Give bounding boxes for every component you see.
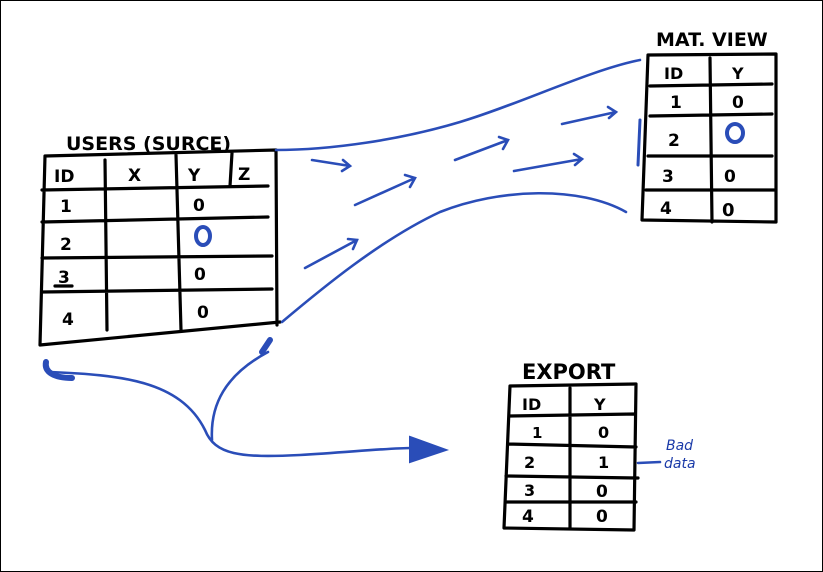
mat-view-header-id: ID [664, 64, 683, 83]
mat-view-row-1-y: 0 [732, 93, 744, 113]
source-row-1-id: 1 [60, 197, 72, 217]
source-header-z: Z [238, 165, 250, 185]
export-header-id: ID [522, 395, 541, 414]
mat-view-row-3-id: 3 [662, 167, 674, 187]
flow-top-edge [274, 58, 642, 152]
flow-upward-branch [210, 350, 270, 442]
mat-view-header-y: Y [731, 64, 744, 83]
mat-view-title: MAT. VIEW [656, 29, 768, 51]
annotation-line-2: data [664, 456, 696, 472]
export-row-2-y: 1 [598, 453, 609, 472]
source-header-id: ID [54, 167, 74, 187]
source-row-2-y-circled [194, 225, 212, 247]
upward-branch-tip [259, 337, 273, 355]
mat-view-row-2-y-circled [725, 122, 745, 144]
source-row-3-y: 0 [194, 265, 206, 285]
data-flow-arrows [42, 58, 642, 464]
flow-bottom-edge [280, 191, 628, 324]
export-row-4-y: 0 [596, 507, 608, 527]
export-table: EXPORT ID Y 1 0 2 1 3 0 4 0 [502, 360, 640, 532]
source-row-3-id: 3 [58, 268, 70, 288]
mat-view-row-4-id: 4 [660, 199, 672, 219]
flow-direction-arrows [303, 105, 619, 270]
export-grid [502, 382, 640, 532]
mat-view-table: MAT. VIEW ID Y 1 0 2 3 0 4 0 [640, 29, 778, 224]
source-row-1-y: 0 [193, 196, 205, 216]
export-header-y: Y [593, 395, 606, 414]
bad-data-annotation: Bad data [636, 438, 696, 472]
source-row-4-id: 4 [62, 310, 74, 330]
export-row-4-id: 4 [522, 507, 534, 527]
export-row-1-y: 0 [598, 423, 609, 442]
export-title: EXPORT [522, 360, 616, 384]
export-row-3-id: 3 [524, 481, 535, 500]
source-header-y: Y [187, 166, 201, 186]
export-row-1-id: 1 [532, 424, 542, 442]
export-row-2-id: 2 [524, 453, 535, 472]
mat-view-grid [640, 52, 778, 224]
mat-view-row-3-y: 0 [724, 167, 736, 187]
source-table-grid [38, 148, 282, 347]
source-left-marker-hook [42, 359, 75, 381]
annotation-pointer-line [636, 460, 662, 465]
source-table-title: USERS (SURCE) [66, 133, 231, 155]
source-table: USERS (SURCE) ID X Y Z 1 0 2 3 0 4 0 [38, 133, 282, 347]
mat-view-row-1-id: 1 [670, 93, 682, 113]
export-arrowhead [409, 435, 450, 464]
source-row-4-y: 0 [197, 303, 209, 323]
source-header-x: X [128, 166, 141, 186]
export-row-3-y: 0 [596, 482, 608, 502]
flow-to-export-curve [48, 370, 414, 458]
mat-view-left-marker [636, 118, 642, 167]
mat-view-row-2-id: 2 [668, 131, 680, 151]
source-row-2-id: 2 [60, 235, 72, 255]
mat-view-row-4-y: 0 [722, 200, 735, 221]
annotation-line-1: Bad [666, 438, 693, 454]
